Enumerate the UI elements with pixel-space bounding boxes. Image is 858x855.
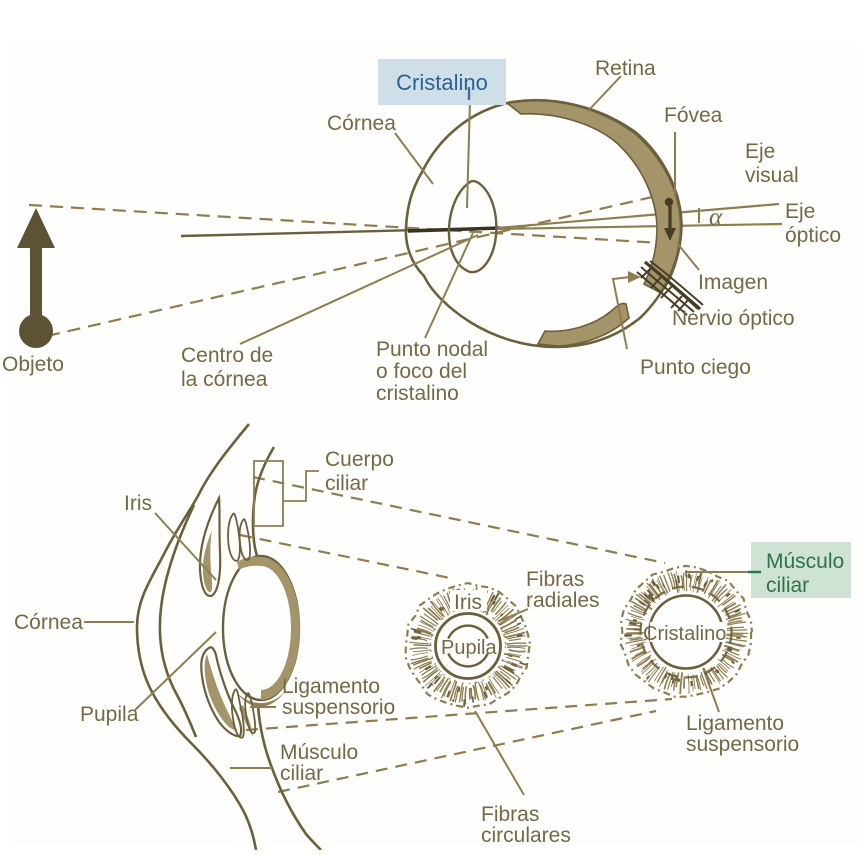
svg-text:visual: visual bbox=[745, 164, 799, 187]
svg-text:ciliar: ciliar bbox=[280, 762, 323, 785]
svg-text:Eje: Eje bbox=[745, 140, 775, 163]
svg-text:óptico: óptico bbox=[785, 224, 841, 247]
svg-text:Cristalino: Cristalino bbox=[396, 70, 488, 95]
svg-text:Músculo: Músculo bbox=[766, 550, 844, 573]
svg-text:radiales: radiales bbox=[526, 589, 600, 612]
svg-text:Ligamento: Ligamento bbox=[686, 712, 784, 735]
svg-text:Ligamento: Ligamento bbox=[282, 675, 380, 698]
svg-text:ciliar: ciliar bbox=[766, 574, 809, 597]
svg-text:Pupila: Pupila bbox=[80, 703, 139, 726]
svg-text:Fibras: Fibras bbox=[526, 568, 584, 591]
svg-text:Iris: Iris bbox=[124, 492, 152, 515]
svg-text:Córnea: Córnea bbox=[327, 112, 396, 135]
svg-text:Nervio óptico: Nervio óptico bbox=[672, 307, 795, 330]
svg-text:circulares: circulares bbox=[481, 824, 571, 847]
svg-text:Iris: Iris bbox=[454, 591, 482, 614]
svg-text:Cristalino: Cristalino bbox=[643, 623, 726, 645]
svg-text:Punto nodal: Punto nodal bbox=[376, 338, 488, 361]
svg-text:Cuerpo: Cuerpo bbox=[325, 448, 394, 471]
svg-text:Músculo: Músculo bbox=[280, 741, 358, 764]
svg-text:Retina: Retina bbox=[595, 57, 656, 80]
svg-text:suspensorio: suspensorio bbox=[686, 733, 799, 756]
svg-text:cristalino: cristalino bbox=[376, 382, 459, 405]
svg-text:Imagen: Imagen bbox=[698, 271, 768, 294]
svg-text:α: α bbox=[709, 204, 723, 231]
svg-text:o foco del: o foco del bbox=[376, 360, 467, 383]
svg-text:Fóvea: Fóvea bbox=[664, 104, 723, 127]
svg-text:ciliar: ciliar bbox=[325, 472, 368, 495]
svg-text:Córnea: Córnea bbox=[14, 611, 83, 634]
svg-text:Eje: Eje bbox=[785, 200, 815, 223]
svg-text:Centro de: Centro de bbox=[181, 344, 273, 367]
svg-text:suspensorio: suspensorio bbox=[282, 696, 395, 719]
svg-text:Pupila: Pupila bbox=[441, 637, 497, 659]
svg-text:la córnea: la córnea bbox=[181, 368, 268, 391]
svg-text:Punto ciego: Punto ciego bbox=[640, 356, 751, 379]
svg-text:Fibras: Fibras bbox=[481, 803, 539, 826]
svg-text:Objeto: Objeto bbox=[2, 353, 64, 376]
